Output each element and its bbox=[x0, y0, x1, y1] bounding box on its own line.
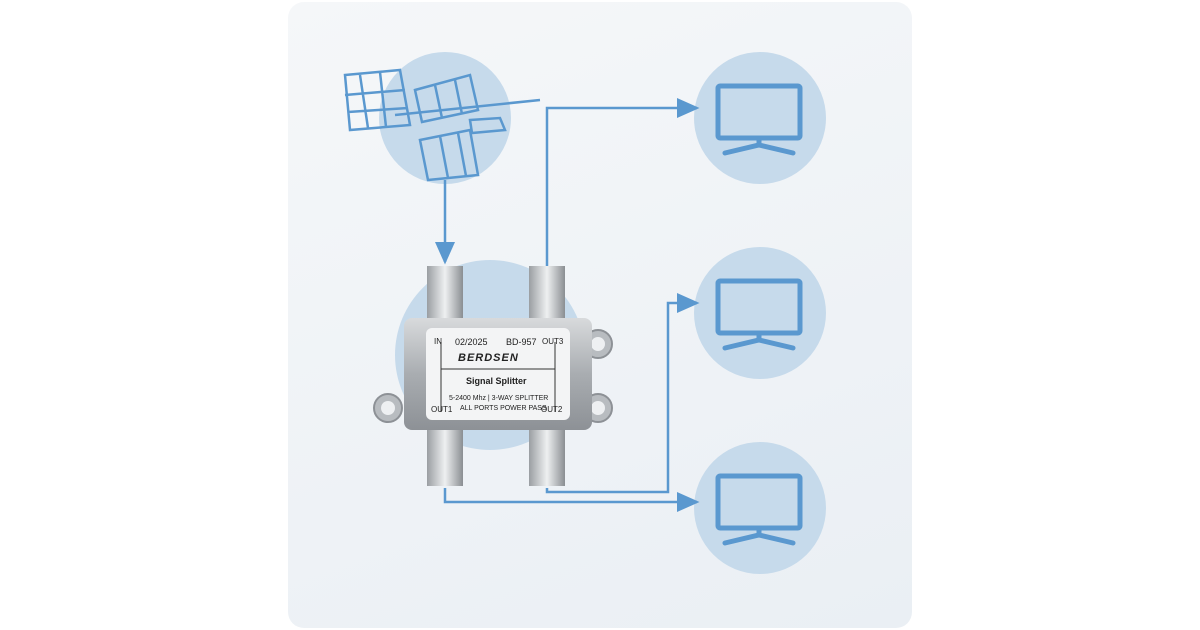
power-pass-label: ALL PORTS POWER PASS bbox=[460, 405, 547, 412]
tv-circle-1 bbox=[694, 52, 826, 184]
tv-circle-2 bbox=[694, 247, 826, 379]
connection-lines bbox=[435, 98, 700, 512]
tv-icon-1 bbox=[715, 83, 803, 156]
tv-icons bbox=[715, 83, 803, 546]
port-in-label: IN bbox=[434, 337, 442, 346]
date-label: 02/2025 bbox=[455, 337, 488, 347]
out2-to-tv2-line bbox=[545, 293, 700, 494]
tv-icon-2 bbox=[715, 278, 803, 351]
splitter-device bbox=[373, 266, 613, 486]
model-label: BD-957 bbox=[506, 337, 537, 347]
tv-circle-3 bbox=[694, 442, 826, 574]
antenna-icon bbox=[343, 68, 541, 182]
port-out2-label: OUT2 bbox=[541, 405, 563, 414]
tv-icon-3 bbox=[715, 473, 803, 546]
port-out3-label: OUT3 bbox=[542, 337, 564, 346]
port-out1-label: OUT1 bbox=[431, 405, 453, 414]
out3-to-tv1-line bbox=[545, 98, 700, 266]
out1-to-tv3-line bbox=[443, 488, 700, 512]
product-title: Signal Splitter bbox=[466, 376, 527, 386]
spec-label: 5-2400 Mhz | 3-WAY SPLITTER bbox=[449, 395, 549, 402]
brand-logo: BERDSEN bbox=[458, 352, 519, 364]
